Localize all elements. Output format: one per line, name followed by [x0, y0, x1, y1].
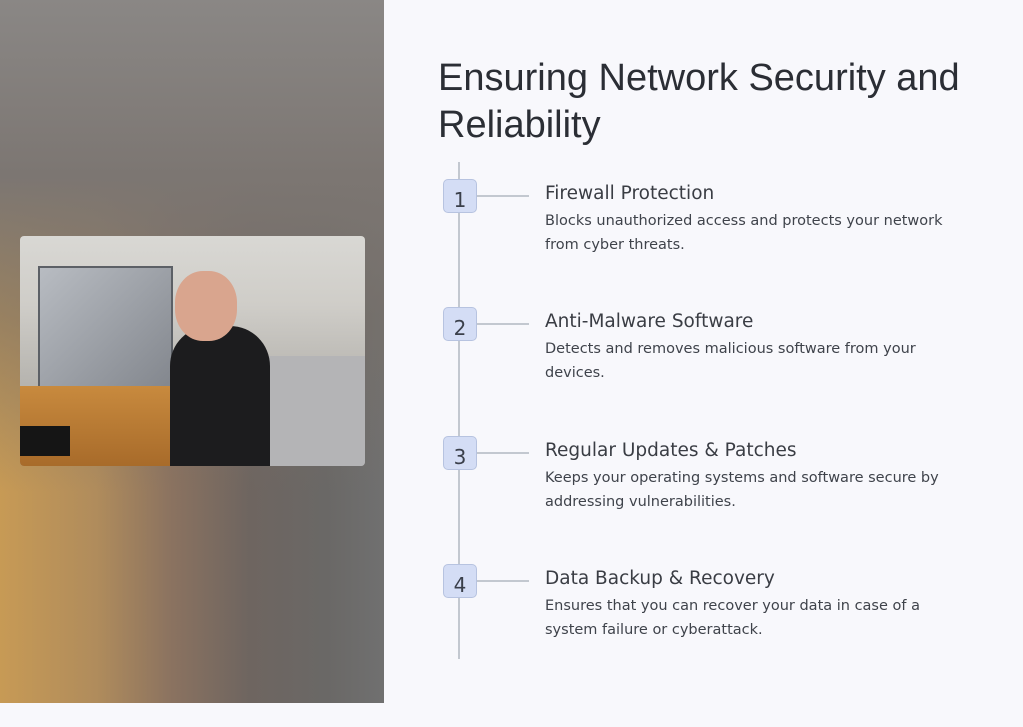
- step-number: 2: [443, 307, 477, 341]
- item-description: Ensures that you can recover your data i…: [545, 598, 920, 638]
- item-description: Keeps your operating systems and softwar…: [545, 470, 939, 510]
- item-title: Regular Updates & Patches: [545, 440, 797, 461]
- technician-photo: [20, 236, 365, 466]
- item-title: Firewall Protection: [545, 183, 715, 204]
- item-description: Blocks unauthorized access and protects …: [545, 213, 943, 253]
- step-number: 4: [443, 564, 477, 598]
- slide-title: Ensuring Network Security and Reliabilit…: [438, 57, 960, 146]
- background-panel: [0, 0, 384, 703]
- item-title: Anti-Malware Software: [545, 311, 754, 332]
- step-number: 1: [443, 179, 477, 213]
- timeline-line: [458, 162, 460, 659]
- item-title: Data Backup & Recovery: [545, 568, 775, 589]
- item-description: Detects and removes malicious software f…: [545, 341, 916, 381]
- step-number: 3: [443, 436, 477, 470]
